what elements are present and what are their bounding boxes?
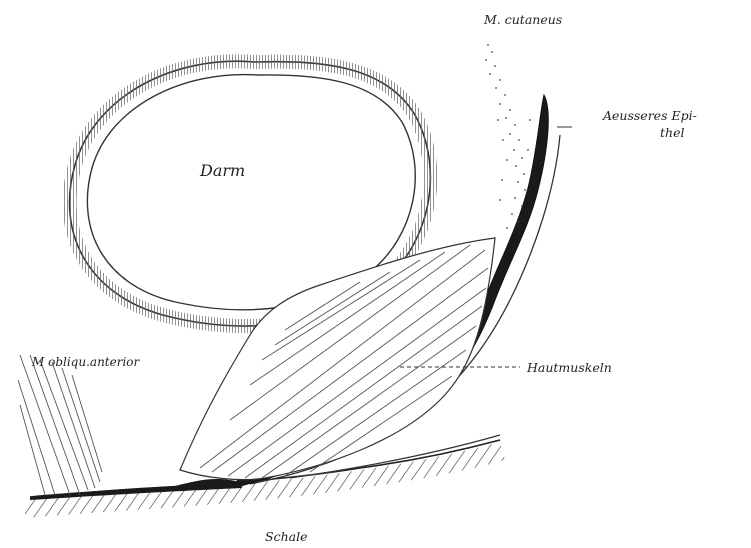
darm-label: Darm — [199, 161, 245, 180]
aeusseres-epithel-label-line2: thel — [660, 125, 684, 140]
m-obliquus-anterior-fibres — [18, 355, 102, 495]
schale-label: Schale — [265, 529, 307, 544]
m-obliquus-anterior-label: M obliqu.anterior — [31, 355, 141, 369]
aeusseres-epithel-label-line1: Aeusseres Epi- — [602, 108, 697, 123]
m-cutaneus-label: M. cutaneus — [483, 12, 562, 27]
hautmuskeln-label: Hautmuskeln — [526, 360, 612, 375]
